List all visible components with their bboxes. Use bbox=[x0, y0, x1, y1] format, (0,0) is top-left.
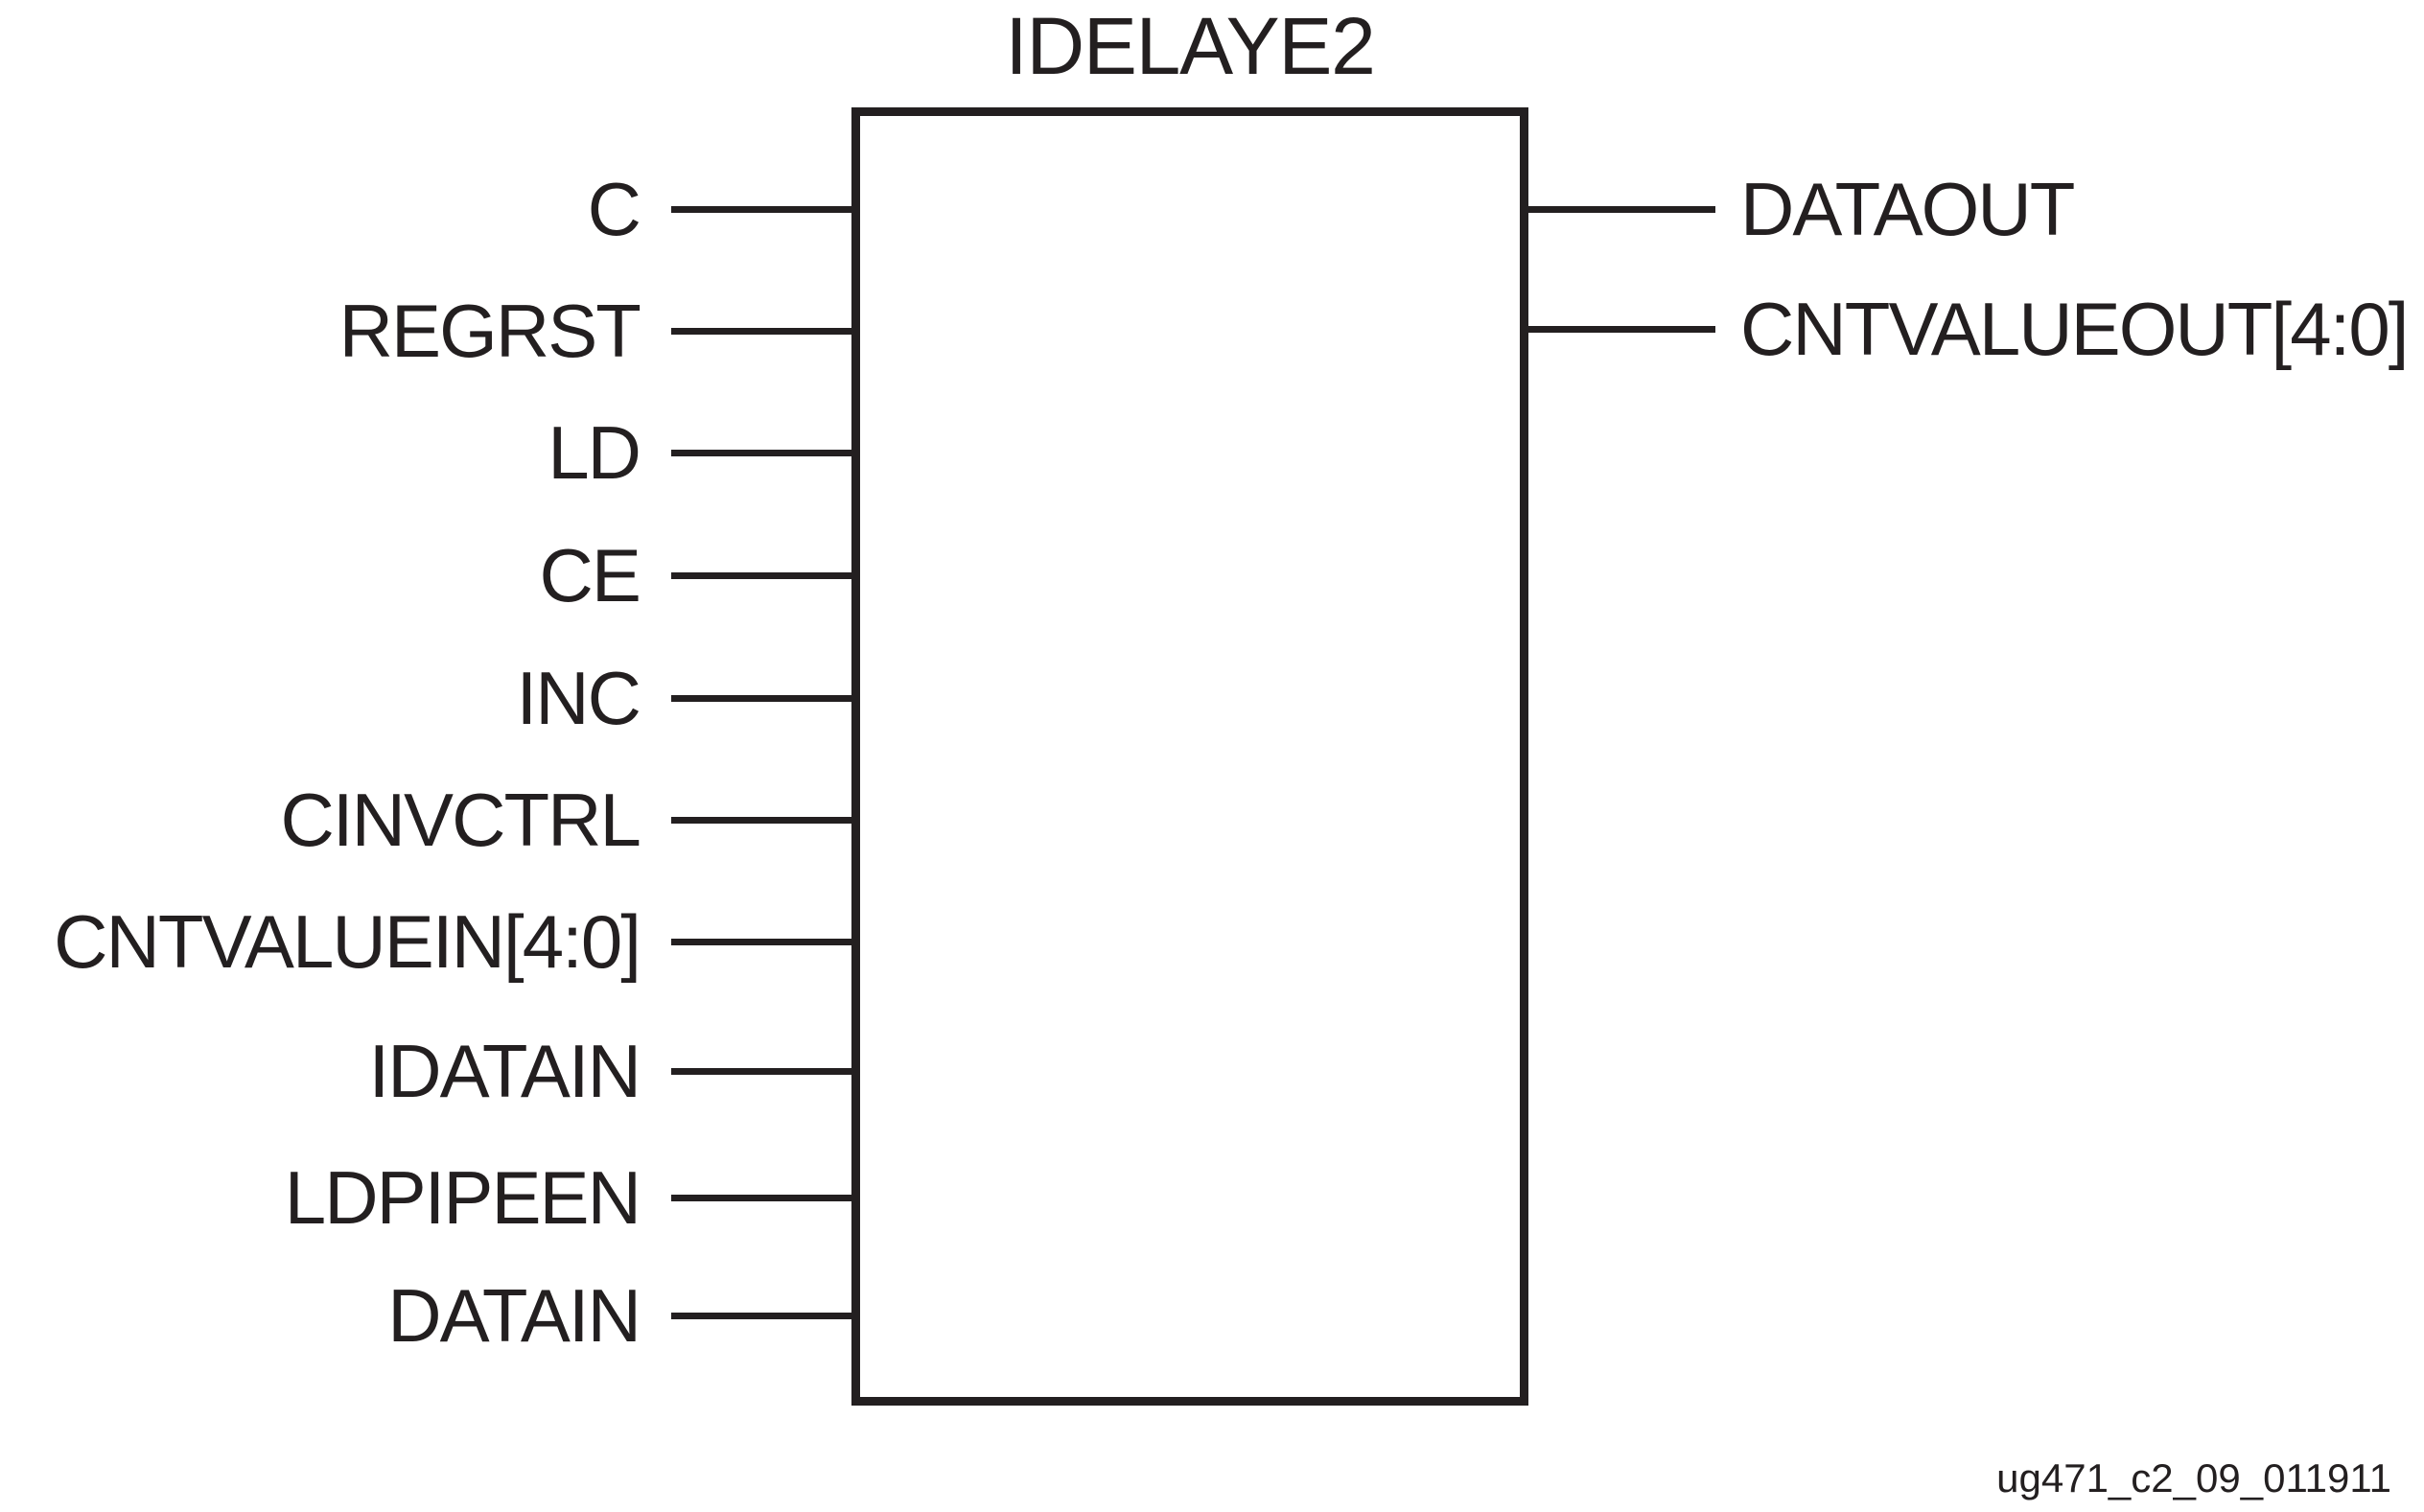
pin-wire bbox=[671, 327, 853, 335]
pin-label: C bbox=[587, 167, 641, 251]
pin-wire bbox=[671, 1194, 853, 1201]
figure-title: IDELAYE2 bbox=[1005, 1, 1375, 91]
pin-wire bbox=[1528, 205, 1715, 213]
pin-label: LDPIPEEN bbox=[284, 1155, 641, 1240]
input-pin-row-cinvctrl: CINVCTRL bbox=[0, 772, 853, 868]
output-pin-row-dataout: DATAOUT bbox=[1528, 161, 2075, 257]
pin-wire bbox=[671, 816, 853, 824]
pin-wire bbox=[1528, 325, 1715, 333]
input-pin-row-inc: INC bbox=[0, 650, 853, 746]
pin-label: IDATAIN bbox=[368, 1029, 641, 1113]
pin-label: DATAOUT bbox=[1740, 167, 2075, 251]
output-pin-row-cntvalueout: CNTVALUEOUT[4:0] bbox=[1528, 281, 2409, 377]
pin-label: CE bbox=[539, 533, 641, 617]
pin-label: REGRST bbox=[338, 289, 641, 373]
pin-wire bbox=[671, 205, 853, 213]
pin-wire bbox=[671, 694, 853, 702]
pin-wire bbox=[671, 1067, 853, 1075]
input-pin-row-datain: DATAIN bbox=[0, 1268, 853, 1363]
idelaye2-block-outline bbox=[851, 107, 1528, 1406]
pin-wire bbox=[671, 1312, 853, 1319]
pin-wire bbox=[671, 938, 853, 945]
pin-label: DATAIN bbox=[387, 1273, 641, 1358]
input-pin-row-ld: LD bbox=[0, 405, 853, 500]
pin-label: CNTVALUEIN[4:0] bbox=[54, 899, 641, 984]
input-pin-row-ce: CE bbox=[0, 527, 853, 623]
pin-wire bbox=[671, 571, 853, 579]
input-pin-row-regrst: REGRST bbox=[0, 283, 853, 379]
pin-wire bbox=[671, 449, 853, 456]
pin-label: CINVCTRL bbox=[280, 778, 641, 862]
input-pin-row-cntvaluein: CNTVALUEIN[4:0] bbox=[0, 894, 853, 989]
input-pin-row-idatain: IDATAIN bbox=[0, 1023, 853, 1119]
input-pin-row-ldpipeen: LDPIPEEN bbox=[0, 1150, 853, 1245]
pin-label: CNTVALUEOUT[4:0] bbox=[1740, 287, 2409, 371]
pin-label: LD bbox=[548, 410, 641, 495]
figure-caption: ug471_c2_09_011911 bbox=[1996, 1455, 2391, 1500]
input-pin-row-c: C bbox=[0, 161, 853, 257]
pin-label: INC bbox=[516, 656, 641, 740]
